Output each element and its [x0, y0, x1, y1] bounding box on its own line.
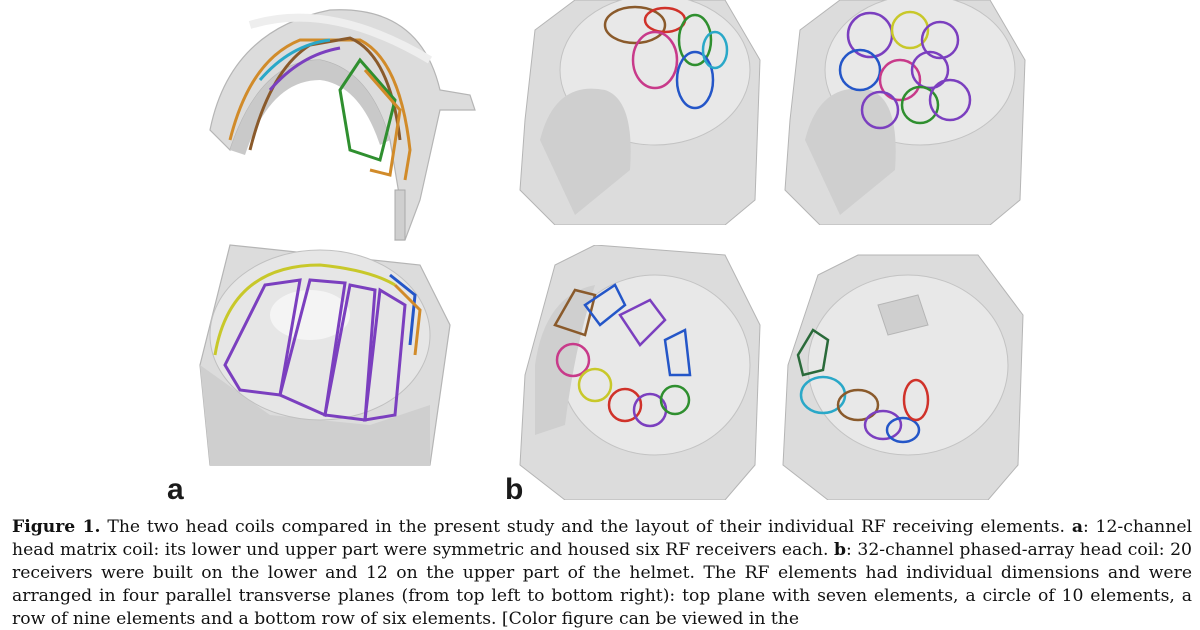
panel-a-lower-coil: [170, 225, 470, 475]
housing-helmet-cavity: [535, 285, 595, 435]
coil-loop-purple: [631, 30, 679, 90]
coil-element-purple-1: [223, 278, 302, 397]
coil-a-lower-illustration: [199, 244, 451, 466]
coil-loop-yellow: [577, 367, 613, 403]
panel-label-b: b: [505, 473, 524, 506]
coil-loop-green: [677, 13, 713, 67]
coil-element-orange-2: [363, 69, 402, 177]
panel-b-helmet-top-left: [515, 0, 765, 225]
coil-loop-red: [607, 387, 643, 423]
housing-helmet-cavity: [805, 88, 896, 215]
coil-loop-brown: [603, 5, 667, 45]
coil-loop-red: [902, 378, 930, 422]
housing-lower-dome-highlight: [270, 290, 350, 340]
housing-lower-front: [200, 365, 430, 465]
coil-loop-magenta: [555, 342, 591, 378]
caption-figure-label: Figure 1.: [12, 517, 101, 537]
coil-loop-blue-2: [663, 328, 692, 377]
panel-a-upper-coil: [190, 0, 480, 250]
coil-loop-purple-3: [910, 50, 950, 90]
caption-a-text: : 12-channel head matrix coil: its lower…: [12, 517, 1192, 560]
coil-a-upper-illustration: [209, 9, 476, 241]
coil-loop-blue: [838, 48, 882, 92]
coil-loop-brown: [836, 388, 880, 422]
panel-b-helmet-bottom-left: [515, 245, 765, 500]
coil-loop-darkgreen: [796, 328, 830, 377]
coil-element-purple-4: [363, 287, 407, 422]
coil-element-purple: [268, 46, 341, 91]
coil-element-yellow: [213, 263, 396, 356]
coil-element-orange: [228, 38, 412, 181]
coil-b-helmet-3-illustration: [519, 245, 761, 500]
caption-intro: The two head coils compared in the prese…: [100, 517, 1072, 537]
coil-loop-purple-4: [928, 78, 972, 122]
coil-element-purple-3: [323, 283, 377, 422]
coil-element-purple-2: [278, 278, 347, 418]
housing-arch-top: [248, 13, 433, 64]
coil-loop-yellow: [890, 10, 930, 50]
coil-loop-brown: [553, 288, 597, 337]
coil-b-helmet-2-illustration: [784, 0, 1026, 225]
coil-loop-magenta: [878, 58, 922, 102]
housing-helmet-dome: [807, 274, 1009, 456]
caption-b-text: : 32-channel phased-array head coil: 20 …: [12, 540, 1192, 629]
coil-loop-blue-1: [583, 283, 627, 327]
coil-element-green: [338, 57, 397, 162]
coil-loop-purple-1: [618, 298, 667, 347]
coil-loop-purple: [863, 409, 903, 441]
panel-b-helmet-top-right: [780, 0, 1030, 225]
caption-b-marker: b: [834, 540, 847, 560]
panel-b-helmet-bottom-right: [778, 245, 1028, 500]
coil-loop-purple-2: [920, 20, 960, 60]
coil-loop-blue: [675, 50, 715, 110]
housing-helmet-cavity: [540, 88, 631, 215]
coil-element-orange: [393, 283, 422, 356]
coil-b-helmet-4-illustration: [782, 254, 1024, 500]
housing-arch-inner: [230, 60, 390, 155]
panel-label-a: a: [167, 473, 184, 506]
coil-b-helmet-1-illustration: [519, 0, 761, 225]
coil-element-cyan: [258, 38, 331, 81]
coil-loop-green: [659, 384, 691, 416]
housing-helmet-window: [877, 294, 929, 336]
coil-element-blue: [389, 273, 417, 346]
figure-caption: Figure 1. The two head coils compared in…: [12, 516, 1192, 630]
figure-area: a: [167, 0, 1030, 506]
caption-a-marker: a: [1071, 517, 1083, 537]
coil-loop-green: [900, 85, 940, 125]
coil-loop-teal: [701, 30, 729, 70]
coil-loop-blue: [885, 416, 921, 444]
coil-loop-purple-5: [860, 90, 900, 130]
housing-foot-left: [394, 189, 406, 241]
